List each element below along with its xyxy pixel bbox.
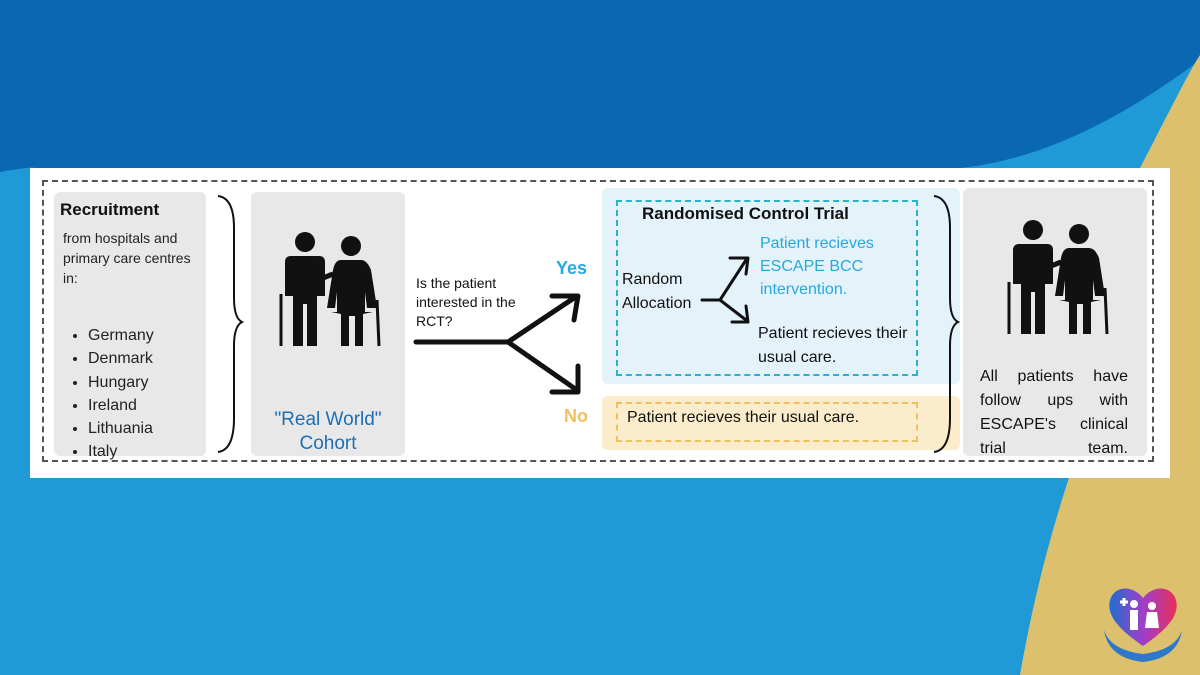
dashed-frame: [42, 180, 1154, 462]
country-item: Ireland: [88, 394, 154, 417]
question-text: Is the patient interested in the RCT?: [416, 275, 516, 329]
cohort-box: "Real World" Cohort: [251, 192, 405, 456]
rct-title: Randomised Control Trial: [642, 204, 849, 223]
random-allocation-text: Random Allocation: [622, 271, 692, 312]
country-item: Hungary: [88, 371, 154, 394]
connector-layer: [217, 195, 961, 453]
country-item: Germany: [88, 324, 154, 347]
recruitment-title: Recruitment: [60, 200, 160, 219]
yes-label: Yes: [556, 258, 588, 278]
brace-left: [217, 195, 245, 453]
flowchart-panel: Recruitment from hospitals and primary c…: [30, 168, 1170, 478]
country-item: Lithuania: [88, 417, 154, 440]
country-list: Germany Denmark Hungary Ireland Lithuani…: [54, 324, 154, 464]
followup-text: All patients have follow ups with ESCAPE…: [980, 368, 1128, 457]
rct-dashed-box: [616, 200, 918, 376]
no-branch-dashed-box: [616, 402, 918, 442]
country-item: Italy: [88, 440, 154, 463]
escape-heart-logo-icon: [1104, 588, 1182, 662]
elderly-couple-icon: [1007, 220, 1109, 335]
no-branch-text: Patient recieves their usual care.: [627, 409, 860, 426]
recruitment-box: Recruitment from hospitals and primary c…: [54, 192, 206, 460]
allocation-fork: [700, 256, 750, 324]
intervention-text: Patient recieves ESCAPE BCC intervention…: [760, 235, 874, 298]
cohort-label: "Real World" Cohort: [274, 409, 382, 454]
fork-arrow: [413, 293, 581, 395]
elderly-couple-icon: [279, 232, 381, 347]
country-item: Denmark: [88, 347, 154, 370]
rct-usual-care-text: Patient recieves their usual care.: [758, 325, 908, 366]
brace-right: [933, 195, 961, 453]
recruitment-subtitle: from hospitals and primary care centres …: [63, 230, 191, 286]
rct-background: [602, 188, 960, 384]
no-label: No: [564, 406, 588, 426]
random-allocation-label: Random Allocation: [622, 268, 712, 316]
followup-box: All patients have follow ups with ESCAPE…: [963, 188, 1147, 457]
